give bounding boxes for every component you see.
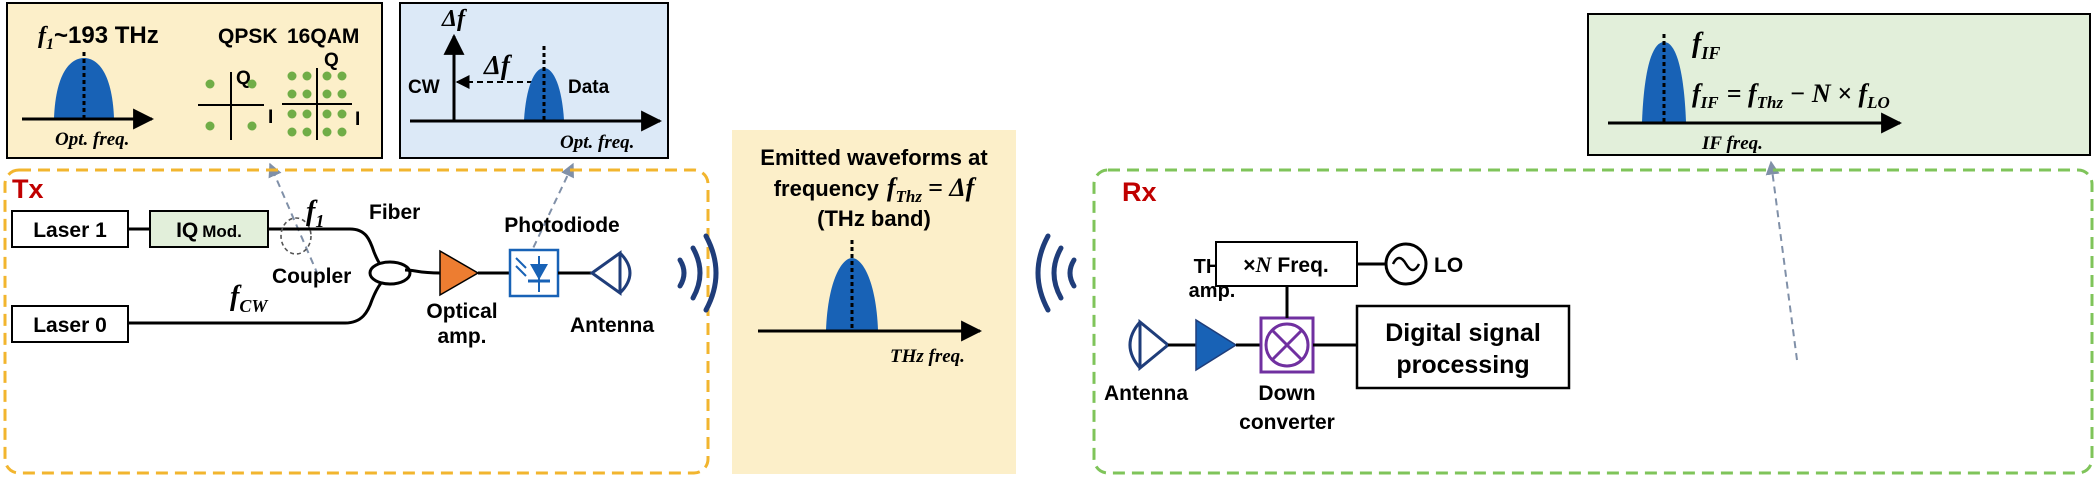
iq-modulator-box <box>149 210 269 248</box>
tx-tag: Tx <box>12 174 44 204</box>
photodiode-label: Photodiode <box>504 214 619 237</box>
thz-amp-triangle <box>1195 318 1238 372</box>
optical-amp-label-line1: Optical <box>426 300 497 323</box>
16qam-label: 16QAM <box>287 25 359 48</box>
laser0-label: Laser 0 <box>33 314 107 337</box>
rx-antenna-dish <box>1128 321 1142 369</box>
emitted-line3: (THz band) <box>817 206 931 231</box>
tx-antenna-label: Antenna <box>570 314 654 337</box>
coupler-shape <box>368 260 412 286</box>
lo-label: LO <box>1434 254 1463 277</box>
qam-i-label: I <box>355 109 360 130</box>
qpsk-points <box>205 79 257 131</box>
if-spectrum-inset: fIF fIF= fThz − N × fLO IF freq. <box>1587 13 2091 156</box>
pointer-to-modulation-inset <box>268 162 319 276</box>
pointer-to-spectrum-inset <box>517 162 574 281</box>
sine-wave-icon <box>1391 256 1421 272</box>
laser1-box <box>11 210 129 248</box>
rx-antenna-icon <box>1138 318 1171 372</box>
thz-spectrum-shape <box>826 258 878 330</box>
f1-label: f1 <box>306 196 324 231</box>
optical-amp-label-line2: amp. <box>437 325 486 348</box>
qpsk-point <box>205 121 215 131</box>
qpsk-point <box>205 79 215 89</box>
mixer-icon <box>1264 322 1310 368</box>
rx-tag: Rx <box>1122 177 1157 207</box>
f1-highlight <box>280 217 312 255</box>
rx-dashed-border <box>1092 168 2094 475</box>
tx-modulation-inset: f1~193 THz QPSK 16QAM Opt. freq. Q I Q I <box>6 2 383 159</box>
qpsk-q-label: Q <box>236 68 251 89</box>
rx-wireless-waves-icon <box>1035 233 1077 313</box>
dsp-label-line1: Digital signal <box>1385 319 1541 347</box>
tx-wireless-waves-icon <box>677 233 719 313</box>
qpsk-i-label: I <box>268 107 273 128</box>
optical-spectrum-inset: Δf CW Δf Data Opt. freq. <box>399 2 669 159</box>
delta-f-arrow-label: Δf <box>483 50 513 80</box>
photodiode-icon <box>515 256 550 292</box>
tx-dashed-border <box>3 168 710 475</box>
tx-antenna-dish <box>618 251 632 295</box>
pointer-to-if-inset <box>1765 160 1798 361</box>
qpsk-point <box>247 121 257 131</box>
f-if-label: fIF <box>1692 28 1720 63</box>
data-label: Data <box>568 77 610 98</box>
down-converter-label-line1: Down <box>1258 382 1315 405</box>
down-converter-label-line2: converter <box>1239 411 1335 434</box>
optical-amp-triangle <box>439 249 480 297</box>
cw-label: CW <box>408 77 440 98</box>
if-spectrum-shape <box>1642 42 1686 122</box>
opt-freq-axis-label: Opt. freq. <box>55 129 129 150</box>
tx-antenna-icon <box>589 250 622 296</box>
rx-antenna-label: Antenna <box>1104 382 1188 405</box>
dsp-label-line2: processing <box>1396 351 1529 379</box>
coupler-label: Coupler <box>272 265 351 288</box>
f1-frequency-label: f1~193 THz <box>38 22 159 53</box>
thz-freq-axis-label: THz freq. <box>890 346 965 367</box>
qam-points <box>287 71 347 137</box>
fcw-label: fCW <box>230 281 269 316</box>
qpsk-point <box>247 79 257 89</box>
data-spectrum-shape <box>524 68 564 120</box>
photodiode-box <box>508 248 560 298</box>
if-equation: fIF= fThz − N × fLO <box>1692 79 1890 112</box>
qpsk-label: QPSK <box>218 25 278 48</box>
dsp-box <box>1355 304 1571 390</box>
opt-freq-axis-label: Opt. freq. <box>560 132 634 153</box>
if-freq-axis-label: IF freq. <box>1701 133 1763 154</box>
laser1-label: Laser 1 <box>33 219 107 242</box>
qam-q-label: Q <box>324 50 339 71</box>
emitted-line1: Emitted waveforms at <box>760 145 988 170</box>
fiber-coupler-to-amp <box>404 268 441 275</box>
fiber-label: Fiber <box>369 201 420 224</box>
delta-f-axis-label: Δf <box>441 6 467 32</box>
